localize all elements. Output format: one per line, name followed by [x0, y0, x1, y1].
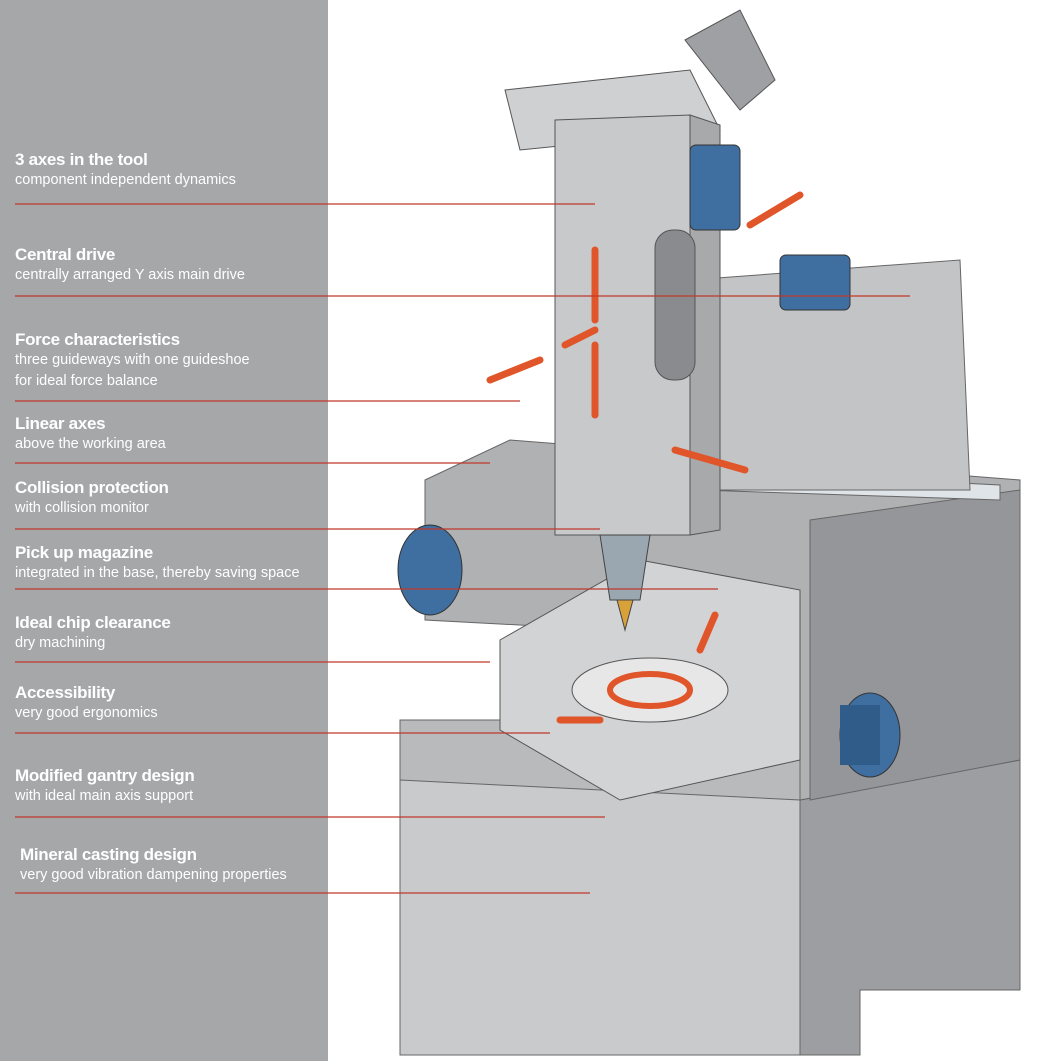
callout-desc: component independent dynamics	[15, 172, 236, 188]
callout-accessibility: Accessibility very good ergonomics	[15, 682, 158, 724]
callout-title: Collision protection	[15, 478, 169, 497]
cable-chain	[684, 9, 776, 111]
callout-title: Ideal chip clearance	[15, 613, 171, 632]
callout-gantry: Modified gantry design with ideal main a…	[15, 765, 195, 807]
rear-motor-icon	[779, 254, 851, 311]
callout-desc: three guideways with one guideshoe	[15, 352, 250, 368]
callout-desc: very good ergonomics	[15, 705, 158, 721]
left-trunnion-motor	[397, 524, 463, 616]
callout-desc: for ideal force balance	[15, 373, 158, 389]
callout-central-drive: Central drive centrally arranged Y axis …	[15, 244, 245, 286]
callout-desc: very good vibration dampening properties	[20, 867, 287, 883]
callout-force: Force characteristics three guideways wi…	[15, 329, 250, 392]
callout-desc: centrally arranged Y axis main drive	[15, 267, 245, 283]
callout-title: Accessibility	[15, 683, 116, 702]
callout-desc: dry machining	[15, 635, 106, 651]
callout-desc: with collision monitor	[15, 500, 149, 516]
rotary-table	[571, 657, 729, 723]
spindle	[599, 534, 651, 601]
base-side	[799, 759, 1021, 1056]
callout-title: Modified gantry design	[15, 766, 195, 785]
callout-magazine: Pick up magazine integrated in the base,…	[15, 542, 300, 584]
callout-title: Central drive	[15, 245, 116, 264]
tool	[616, 599, 634, 632]
callout-chip-clearance: Ideal chip clearance dry machining	[15, 612, 171, 654]
callout-title: Linear axes	[15, 414, 106, 433]
callout-desc: with ideal main axis support	[15, 788, 194, 804]
motion-arrows	[486, 191, 804, 724]
callout-title: Mineral casting design	[20, 845, 197, 864]
callout-3-axes: 3 axes in the tool component independent…	[15, 149, 236, 191]
base-front	[399, 779, 801, 1056]
callout-mineral-casting: Mineral casting design very good vibrati…	[20, 844, 287, 886]
spindle-motor	[689, 144, 741, 231]
spindle-window	[654, 229, 696, 381]
callout-desc: above the working area	[15, 436, 166, 452]
callout-title: Force characteristics	[15, 330, 180, 349]
callout-title: 3 axes in the tool	[15, 150, 148, 169]
callout-panel	[0, 0, 328, 1061]
callout-title: Pick up magazine	[15, 543, 153, 562]
callout-linear-axes: Linear axes above the working area	[15, 413, 166, 455]
callout-desc: integrated in the base, thereby saving s…	[15, 565, 300, 581]
callout-collision: Collision protection with collision moni…	[15, 477, 169, 519]
